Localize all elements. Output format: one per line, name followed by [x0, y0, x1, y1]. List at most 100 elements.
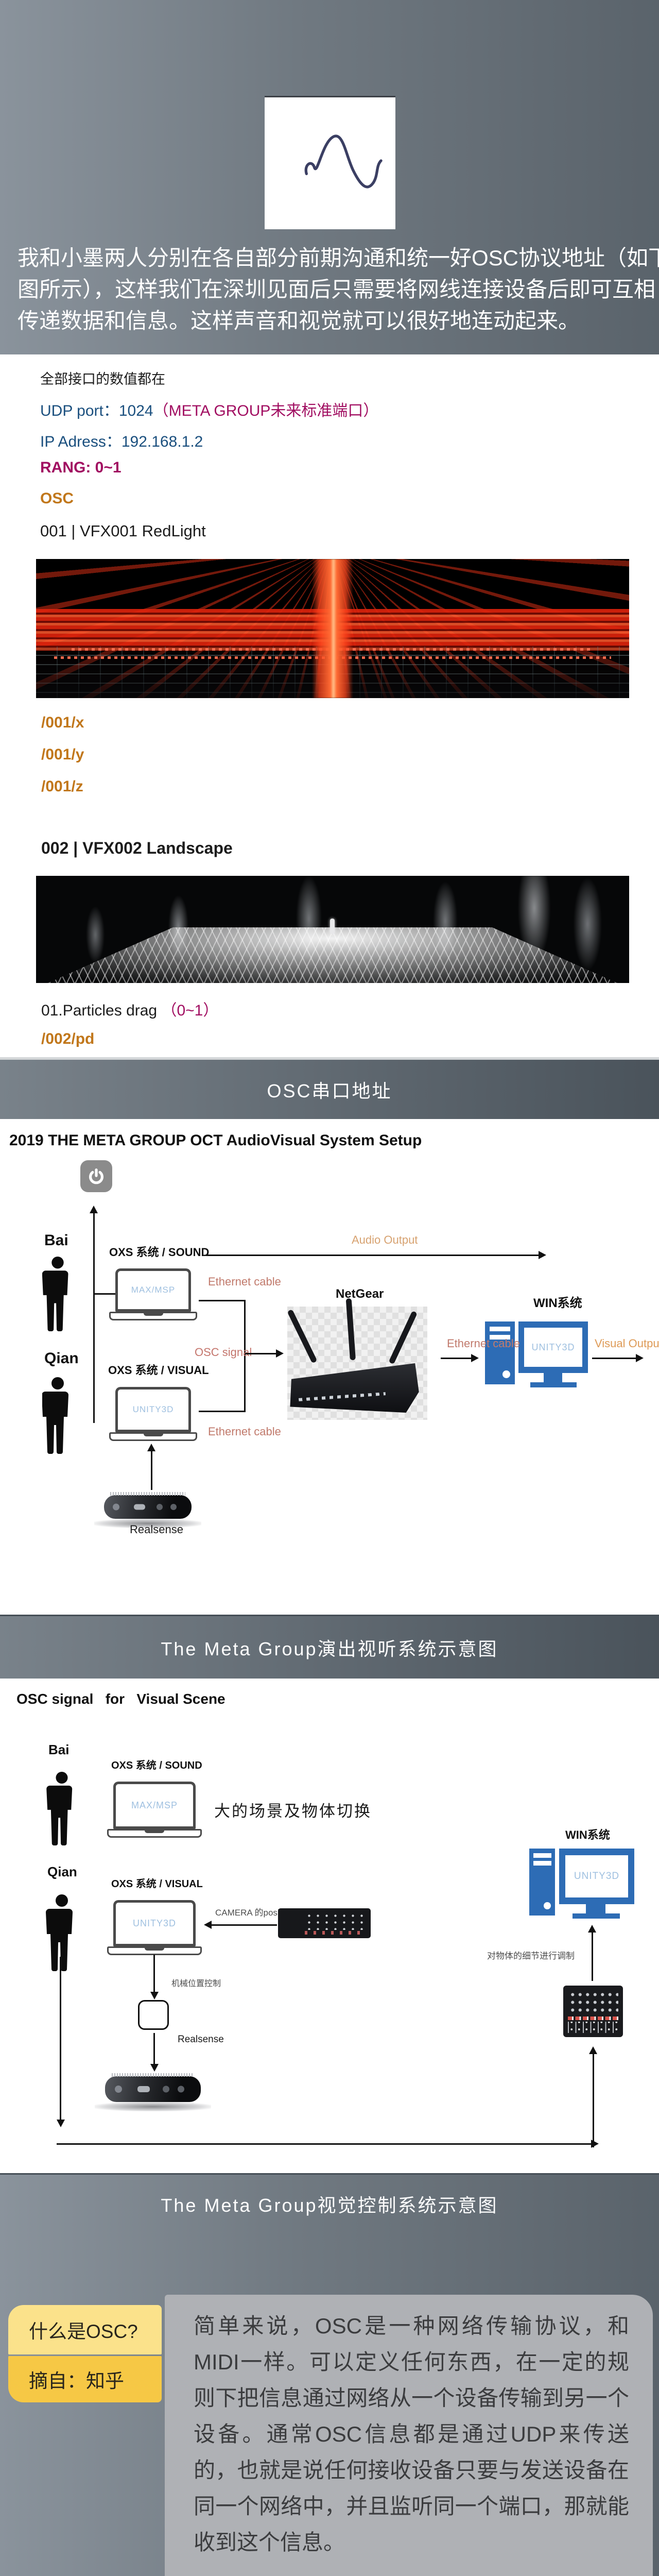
router-antenna	[345, 1298, 356, 1361]
label-visual-output: Visual Output	[595, 1337, 659, 1350]
label-oxs-sound: OXS 系统 / SOUND	[109, 1246, 210, 1259]
text-line: MIDI一样。可以定义任何东西，在一定的规	[194, 2350, 629, 2374]
bracket-bottom	[199, 1411, 244, 1412]
realsense-camera-2	[94, 2073, 212, 2111]
desktop-computer-icon: UNITY3D	[485, 1321, 639, 1391]
source-tag: 摘自：知乎	[8, 2356, 162, 2402]
label-realsense: Realsense	[130, 1523, 183, 1536]
banner-visual-system: The Meta Group视觉控制系统示意图	[0, 2191, 659, 2217]
laptop1-connector	[95, 1293, 115, 1295]
label-realsense-2: Realsense	[178, 2034, 224, 2045]
label-ethernet-1: Ethernet cable	[208, 1275, 281, 1288]
bracket-top	[199, 1300, 244, 1301]
laptop-maxmsp-2: MAX/MSP	[107, 1782, 202, 1838]
laptop-unity-label: UNITY3D	[132, 1404, 174, 1414]
text-line: 我和小墨两人分别在各自部分前期沟通和统一好OSC协议地址（如下	[18, 246, 659, 270]
osc-label: OSC	[40, 490, 74, 507]
label-audio-output: Audio Output	[352, 1233, 418, 1246]
person-icon-qian-2	[46, 1894, 73, 1971]
midi-controller	[278, 1908, 371, 1938]
footer-divider	[0, 2173, 659, 2175]
osc-signal-arrow-line	[246, 1353, 278, 1354]
visual-output-arrowhead	[636, 1354, 644, 1362]
pc-unity-2-label: UNITY3D	[574, 1870, 620, 1882]
particles-caption: 01.Particles drag （0~1）	[41, 997, 218, 1020]
label-ethernet-3: Ethernet cable	[208, 1425, 281, 1438]
ethernet2-arrow-line	[441, 1358, 473, 1359]
camera-arrow-line	[211, 1924, 277, 1926]
diagram1-title: 2019 THE META GROUP OCT AudioVisual Syst…	[9, 1132, 422, 1149]
bracket-vertical	[244, 1300, 246, 1412]
label-camera-position: CAMERA 的position	[215, 1908, 294, 1918]
audio-output-arrow-line	[206, 1255, 541, 1256]
sine-wave-image	[265, 96, 395, 229]
qian-down-line	[60, 1957, 61, 2121]
realsense-arrow-line	[151, 1451, 152, 1490]
text-line: 则下把信息通过网络从一个设备传输到另一个	[194, 2386, 629, 2410]
what-is-osc-text: 什么是OSC?	[29, 2321, 138, 2342]
osc-address-pd: /002/pd	[41, 1030, 95, 1047]
list-heading: 全部接口的数值都在	[40, 371, 165, 387]
landscape-photo	[36, 876, 629, 983]
to-realsense-line	[153, 2033, 155, 2065]
router-image	[287, 1298, 427, 1420]
udp-port-row: UDP port：1024（META GROUP未来标准端口）	[40, 398, 378, 420]
bus-to-mixer-line	[593, 2054, 594, 2147]
label-mech-control: 机械位置控制	[171, 1979, 221, 1988]
particles-label: 01.Particles drag	[41, 1002, 158, 1019]
label-osc-signal: OSC signal	[195, 1346, 252, 1359]
text-line: 简单来说，OSC是一种网络传输协议，和	[194, 2314, 629, 2338]
power-icon	[80, 1160, 112, 1192]
osc-address-y: /001/y	[41, 746, 84, 763]
router-body	[290, 1363, 419, 1413]
text-line: 的，也就是说任何接收设备只要与发送设备在	[194, 2458, 629, 2482]
label-oxs-visual-2: OXS 系统 / VISUAL	[111, 1878, 203, 1890]
label-bai-2: Bai	[48, 1742, 70, 1757]
audio-output-arrowhead	[539, 1251, 546, 1259]
laptop-maxmsp-2-label: MAX/MSP	[131, 1800, 178, 1810]
label-detail-modulation: 对物体的细节进行调制	[487, 1951, 575, 1961]
banner-serial-text: OSC串口地址	[267, 1080, 392, 1101]
laptop-unity-2: UNITY3D	[107, 1900, 202, 1955]
label-qian-2: Qian	[47, 1864, 77, 1879]
osc-address-section: 全部接口的数值都在 UDP port：1024（META GROUP未来标准端口…	[0, 354, 659, 1057]
person-icon-bai	[42, 1256, 68, 1331]
desktop-computer-icon-2: UNITY3D	[529, 1849, 658, 1923]
sine-wave-icon	[304, 134, 383, 189]
camera-arrowhead	[204, 1921, 212, 1929]
text-line: 设备。通常OSC信息都是通过UDP来传送	[194, 2422, 629, 2446]
person-icon-bai-2	[46, 1771, 73, 1845]
laptop-maxmsp-label: MAX/MSP	[131, 1285, 176, 1295]
pc-unity-label: UNITY3D	[531, 1342, 575, 1352]
item-001-title: 001 | VFX001 RedLight	[40, 522, 206, 540]
udp-port-value: UDP port：1024	[40, 402, 153, 419]
mixer-to-pc-arrowhead	[588, 1925, 596, 1933]
source-text: 摘自：知乎	[29, 2370, 124, 2392]
label-oxs-sound-2: OXS 系统 / SOUND	[111, 1760, 202, 1771]
udp-port-note: （META GROUP未来标准端口）	[153, 402, 379, 419]
text-line: 传递数据和信息。这样声音和视觉就可以很好地连动起来。	[18, 309, 580, 333]
item-002-title: 002 | VFX002 Landscape	[41, 839, 233, 857]
person-icon-qian	[42, 1377, 68, 1454]
label-win-system: WIN系统	[533, 1296, 582, 1310]
red-center-beam	[311, 559, 354, 698]
banner-visual-text: The Meta Group视觉控制系统示意图	[161, 2195, 498, 2216]
laptop-down-line	[153, 1955, 155, 1993]
visual-output-arrow-line	[592, 1358, 637, 1359]
laptop-unity: UNITY3D	[109, 1387, 197, 1441]
laptop-unity-2-label: UNITY3D	[132, 1918, 176, 1928]
label-ethernet-2: Ethernet cable	[447, 1337, 520, 1350]
main-bus-line	[93, 1213, 95, 1423]
osc-signal-arrowhead	[276, 1349, 284, 1358]
osc-explanation-card: 简单来说，OSC是一种网络传输协议，和 MIDI一样。可以定义任何东西，在一定的规…	[165, 2295, 653, 2576]
av-system-diagram: 2019 THE META GROUP OCT AudioVisual Syst…	[0, 1119, 659, 1615]
osc-address-x: /001/x	[41, 714, 84, 731]
process-box	[138, 2000, 169, 2030]
router-antenna	[388, 1310, 418, 1365]
banner-av-text: The Meta Group演出视听系统示意图	[161, 1638, 498, 1659]
person-figure	[330, 919, 335, 935]
midi-mixer	[563, 1986, 623, 2037]
bottom-bus-arrowhead	[591, 2140, 599, 2148]
arrow-to-power	[90, 1206, 98, 1213]
